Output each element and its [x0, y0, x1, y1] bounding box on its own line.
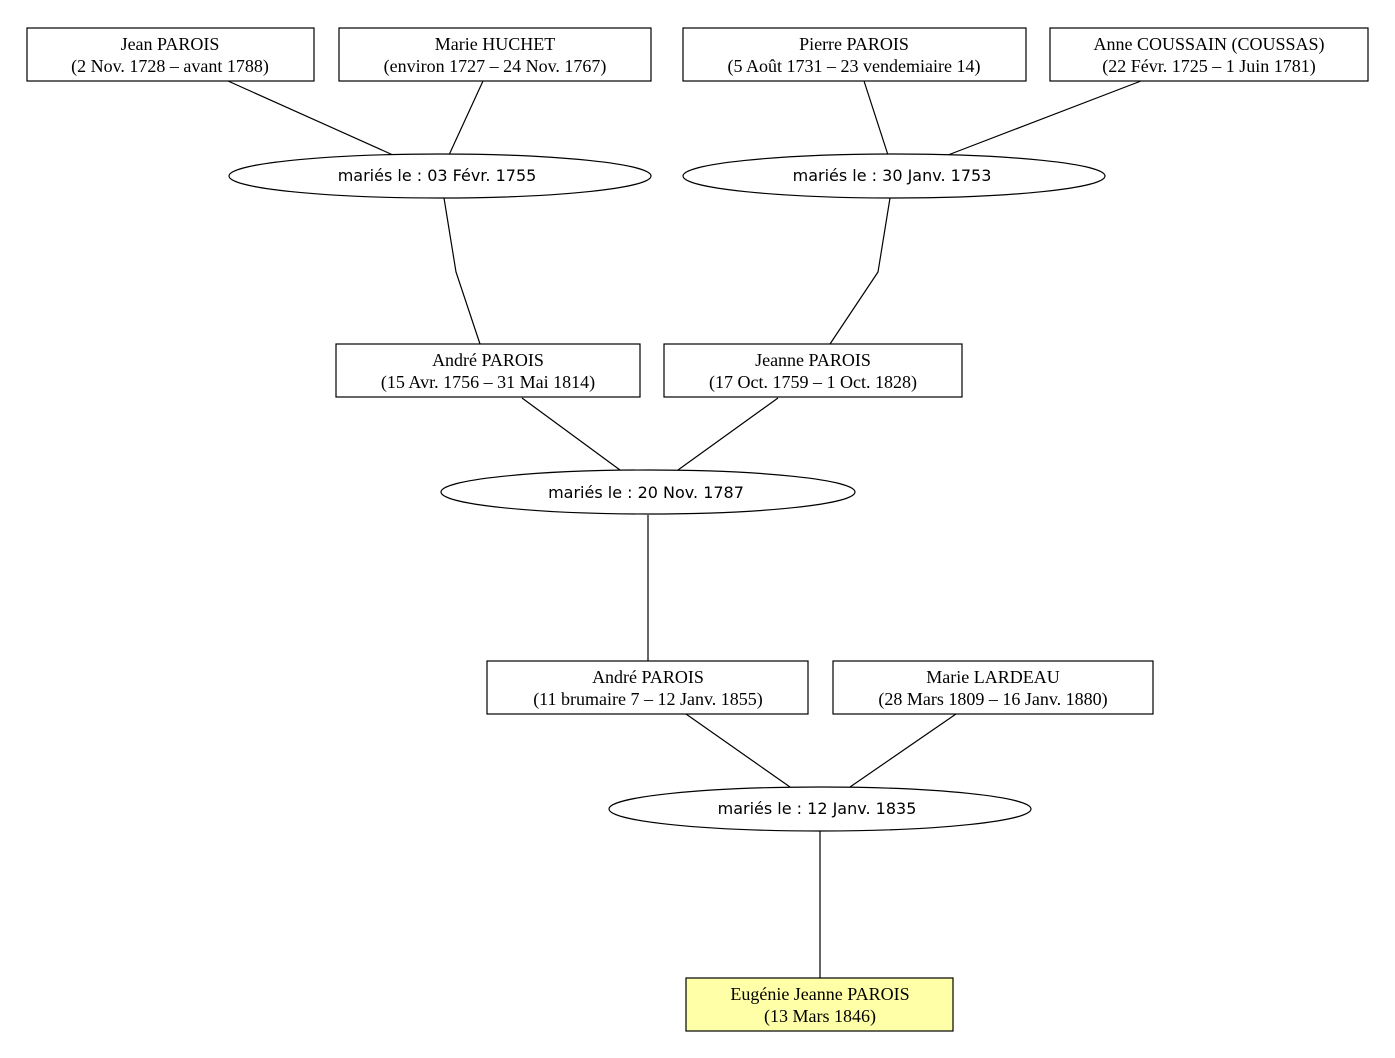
person-dates: (13 Mars 1846) — [764, 1006, 876, 1027]
marriage-node-1753: mariés le : 30 Janv. 1753 — [682, 153, 1106, 199]
person-dates: (15 Avr. 1756 – 31 Mai 1814) — [381, 372, 595, 393]
person-dates: (11 brumaire 7 – 12 Janv. 1855) — [533, 689, 763, 710]
person-node-jean-parois: Jean PAROIS (2 Nov. 1728 – avant 1788) — [26, 27, 315, 82]
marriage-node-1787: mariés le : 20 Nov. 1787 — [440, 469, 856, 515]
person-name: Marie LARDEAU — [926, 667, 1059, 687]
person-name: Eugénie Jeanne PAROIS — [730, 984, 909, 1004]
person-node-marie-lardeau: Marie LARDEAU (28 Mars 1809 – 16 Janv. 1… — [832, 660, 1154, 715]
edge-m1755-to-andre-1 — [443, 197, 481, 345]
marriage-label: mariés le : 30 Janv. 1753 — [793, 166, 992, 185]
tree-edges — [227, 80, 1142, 978]
edge-marie-lardeau-to-m1835 — [849, 713, 957, 788]
person-dates: (2 Nov. 1728 – avant 1788) — [71, 56, 269, 77]
person-name: André PAROIS — [592, 667, 704, 687]
person-node-anne-coussain: Anne COUSSAIN (COUSSAS) (22 Févr. 1725 –… — [1049, 27, 1369, 82]
edge-anne-to-m1753 — [947, 80, 1142, 156]
edge-andre-2-to-m1835 — [685, 713, 791, 788]
person-node-andre-parois-1756: André PAROIS (15 Avr. 1756 – 31 Mai 1814… — [335, 343, 641, 398]
person-node-eugenie-jeanne-parois: Eugénie Jeanne PAROIS (13 Mars 1846) — [685, 977, 954, 1032]
person-node-andre-parois-1798: André PAROIS (11 brumaire 7 – 12 Janv. 1… — [486, 660, 809, 715]
person-name: Jean PAROIS — [121, 34, 220, 54]
person-name: Jeanne PAROIS — [755, 350, 871, 370]
marriage-label: mariés le : 12 Janv. 1835 — [718, 799, 917, 818]
person-dates: (17 Oct. 1759 – 1 Oct. 1828) — [709, 372, 917, 393]
person-name: Pierre PAROIS — [799, 34, 909, 54]
edge-m1753-to-jeanne — [829, 197, 891, 345]
person-node-marie-huchet: Marie HUCHET (environ 1727 – 24 Nov. 176… — [338, 27, 652, 82]
edge-marie-huchet-to-m1755 — [448, 80, 484, 156]
person-name: Anne COUSSAIN (COUSSAS) — [1093, 34, 1324, 55]
person-dates: (environ 1727 – 24 Nov. 1767) — [384, 56, 607, 77]
person-dates: (5 Août 1731 – 23 vendemiaire 14) — [728, 56, 981, 77]
person-name: André PAROIS — [432, 350, 544, 370]
edge-pierre-to-m1753 — [863, 80, 889, 156]
edge-andre-1-to-m1787 — [521, 397, 621, 471]
person-node-pierre-parois: Pierre PAROIS (5 Août 1731 – 23 vendemia… — [682, 27, 1027, 82]
person-dates: (28 Mars 1809 – 16 Janv. 1880) — [878, 689, 1107, 710]
marriage-node-1835: mariés le : 12 Janv. 1835 — [608, 786, 1032, 832]
person-dates: (22 Févr. 1725 – 1 Juin 1781) — [1102, 56, 1316, 77]
marriage-node-1755: mariés le : 03 Févr. 1755 — [228, 153, 652, 199]
edge-jeanne-to-m1787 — [677, 397, 779, 471]
marriage-label: mariés le : 03 Févr. 1755 — [338, 166, 537, 185]
person-name: Marie HUCHET — [435, 34, 555, 54]
edge-jean-to-m1755 — [227, 80, 394, 156]
person-node-jeanne-parois: Jeanne PAROIS (17 Oct. 1759 – 1 Oct. 182… — [663, 343, 963, 398]
marriage-label: mariés le : 20 Nov. 1787 — [548, 483, 744, 502]
